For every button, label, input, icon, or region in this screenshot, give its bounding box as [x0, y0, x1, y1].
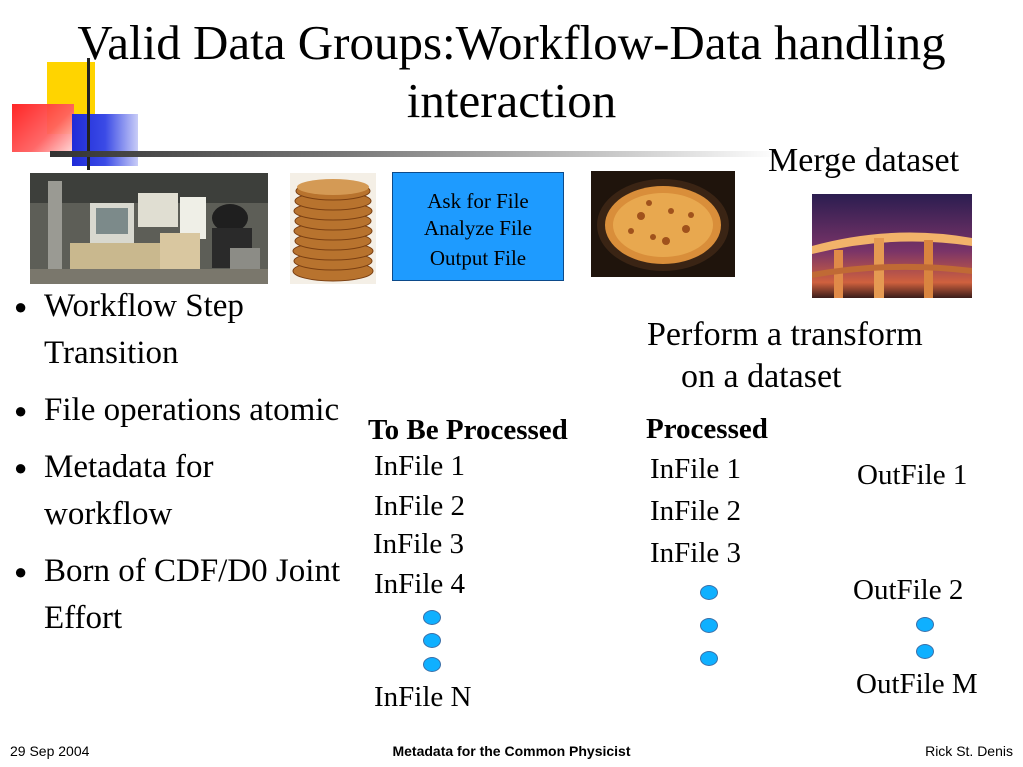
bullet-dot-icon: ●: [14, 294, 28, 319]
ellipsis-circle-icon: [916, 617, 934, 632]
decorative-blue-block: [72, 114, 138, 166]
transform-line-1: Perform a transform: [647, 316, 923, 353]
footer-title: Metadata for the Common Physicist: [392, 743, 631, 759]
footer-date: 29 Sep 2004: [10, 743, 90, 759]
bullet-dot-icon: ●: [14, 455, 28, 480]
box-line-ask: Ask for File: [427, 189, 529, 213]
bullet-item: ● File operations atomic: [14, 387, 344, 434]
bullet-dot-icon: ●: [14, 559, 28, 584]
decorative-red-block: [12, 104, 74, 152]
bullet-dot-icon: ●: [14, 398, 28, 423]
infile-item: InFile 2: [374, 490, 466, 522]
decorative-vertical-line: [87, 58, 90, 170]
infile-item: InFile 3: [373, 528, 465, 560]
processed-file-item: InFile 1: [650, 453, 742, 485]
slide-title: Valid Data Groups:Workflow-Data handling…: [77, 15, 946, 128]
outfile-item: OutFile 2: [853, 574, 964, 606]
transform-description: Perform a transform on a dataset: [647, 314, 923, 398]
outfile-item: OutFile 1: [857, 459, 968, 491]
box-line-analyze: Analyze File: [424, 216, 532, 240]
ellipsis-circle-icon: [423, 657, 441, 672]
ellipsis-circle-icon: [916, 644, 934, 659]
pancakes-photo: [290, 173, 376, 284]
workflow-steps-box: Ask for File Analyze File Output File: [392, 172, 564, 281]
processed-file-item: InFile 3: [650, 537, 742, 569]
ellipsis-circle-icon: [700, 618, 718, 633]
computers-photo: [30, 173, 268, 284]
ellipsis-circle-icon: [423, 633, 441, 648]
outfile-item: OutFile M: [856, 668, 978, 700]
footer-author: Rick St. Denis: [925, 743, 1013, 759]
infile-item: InFile 4: [374, 568, 466, 600]
ellipsis-circle-icon: [700, 585, 718, 600]
bridge-photo: [812, 194, 972, 298]
infile-item: InFile 1: [374, 450, 466, 482]
bullet-item: ● Born of CDF/D0 Joint Effort: [14, 548, 344, 642]
infile-last-item: InFile N: [374, 681, 472, 713]
to-be-processed-header: To Be Processed: [368, 414, 568, 446]
title-underline: [50, 151, 780, 157]
bullet-item: ● Workflow Step Transition: [14, 283, 344, 377]
pizza-pan-photo: [591, 171, 735, 277]
bullet-list: ● Workflow Step Transition ● File operat…: [14, 283, 344, 652]
processed-header: Processed: [646, 413, 768, 445]
merge-dataset-label: Merge dataset: [768, 142, 960, 179]
processed-file-item: InFile 2: [650, 495, 742, 527]
bullet-item: ● Metadata for workflow: [14, 444, 344, 538]
box-line-output: Output File: [429, 246, 527, 270]
ellipsis-circle-icon: [423, 610, 441, 625]
transform-line-2: on a dataset: [681, 358, 842, 395]
ellipsis-circle-icon: [700, 651, 718, 666]
